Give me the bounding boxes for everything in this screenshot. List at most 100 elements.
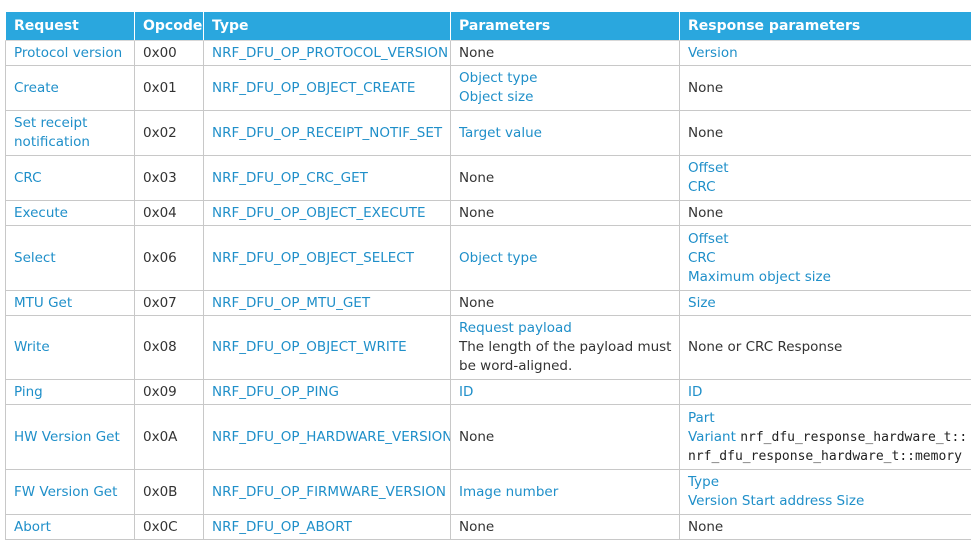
cell-parameters-line: Request payload [459,319,679,338]
type-link[interactable]: NRF_DFU_OP_OBJECT_EXECUTE [212,204,426,221]
type-link[interactable]: NRF_DFU_OP_PING [212,383,339,400]
request-link[interactable]: HW Version Get [14,428,120,445]
param-link[interactable]: Size [688,294,716,311]
param-text: None [459,44,495,61]
type-link[interactable]: NRF_DFU_OP_CRC_GET [212,169,368,186]
type-link[interactable]: NRF_DFU_OP_ABORT [212,518,352,535]
param-link[interactable]: Target value [459,124,542,141]
type-link[interactable]: NRF_DFU_OP_HARDWARE_VERSION [212,428,451,445]
param-text: None [688,79,724,96]
param-link[interactable]: Maximum object size [688,268,831,285]
param-link[interactable]: Type [688,474,720,490]
cell-opcode: 0x0B [134,469,204,515]
param-link[interactable]: ID [688,383,703,400]
request-link[interactable]: FW Version Get [14,483,118,500]
request-link[interactable]: Select [14,249,56,266]
cell-parameters: None [450,200,680,226]
type-link[interactable]: NRF_DFU_OP_FIRMWARE_VERSION [212,483,447,500]
param-text: None or CRC Response [688,339,843,355]
dfu-opcode-table: Request Opcode Type Parameters Response … [5,11,971,540]
param-link[interactable]: Version Start address Size [688,493,865,509]
param-link[interactable]: Object type [459,249,538,266]
header-opcode: Opcode [134,11,204,41]
request-link[interactable]: Execute [14,204,68,221]
request-link[interactable]: Create [14,79,59,96]
cell-parameters-line: ID [459,383,679,402]
cell-type: NRF_DFU_OP_FIRMWARE_VERSION [203,469,451,515]
type-link[interactable]: NRF_DFU_OP_OBJECT_CREATE [212,79,416,96]
type-link[interactable]: NRF_DFU_OP_OBJECT_WRITE [212,339,407,355]
type-link[interactable]: NRF_DFU_OP_PROTOCOL_VERSION [212,44,449,61]
param-link[interactable]: Object size [459,89,534,105]
cell-response-line: Part [688,409,971,428]
type-link[interactable]: NRF_DFU_OP_RECEIPT_NOTIF_SET [212,124,443,141]
cell-opcode: 0x08 [134,315,204,380]
cell-response: None [679,514,971,540]
param-link[interactable]: CRC [688,179,716,195]
param-text: None [459,428,495,445]
param-link[interactable]: Version [688,44,738,61]
cell-response-line: None [688,124,971,143]
cell-type: NRF_DFU_OP_RECEIPT_NOTIF_SET [203,110,451,156]
cell-parameters: None [450,40,680,66]
request-link[interactable]: Write [14,339,50,355]
cell-response-line: CRC [688,178,971,197]
cell-request: Create [5,65,135,111]
cell-parameters: None [450,514,680,540]
cell-parameters: None [450,290,680,316]
table-row: Set receipt notification 0x02 NRF_DFU_OP_R… [5,110,971,156]
cell-request: HW Version Get [5,404,135,470]
cell-response-line: Offset [688,159,971,178]
type-link[interactable]: NRF_DFU_OP_MTU_GET [212,294,371,311]
param-link[interactable]: Object type [459,70,538,86]
request-link[interactable]: CRC [14,169,42,186]
request-link[interactable]: MTU Get [14,294,73,311]
table-row: Execute 0x04 NRF_DFU_OP_OBJECT_EXECUTE None… [5,200,971,226]
cell-response-line: Version Start address Size [688,492,971,511]
param-text: None [459,204,495,221]
param-link[interactable]: Request payload [459,320,572,336]
cell-response-line: Version [688,44,971,63]
param-link[interactable]: Image number [459,483,559,500]
cell-response-line: nrf_dfu_response_hardware_t::memory [688,447,971,466]
param-text: None [688,204,724,221]
cell-parameters: Object type [450,225,680,291]
cell-opcode: 0x09 [134,379,204,405]
cell-opcode: 0x02 [134,110,204,156]
param-text: be word-aligned. [459,358,573,374]
cell-parameters-line: None [459,44,679,63]
param-link[interactable]: Part [688,409,715,426]
param-link[interactable]: ID [459,383,474,400]
param-link[interactable]: CRC [688,249,716,266]
cell-response-line: Variant nrf_dfu_response_hardware_t:: [688,428,971,447]
cell-type: NRF_DFU_OP_HARDWARE_VERSION [203,404,451,470]
cell-parameters: None [450,404,680,470]
request-link[interactable]: Ping [14,383,43,400]
cell-request: CRC [5,155,135,201]
cell-response-line: Maximum object size [688,268,971,287]
param-text: None [459,169,495,186]
code-identifier: nrf_dfu_response_hardware_t::memory [688,448,962,464]
param-link[interactable]: Variant [688,428,736,445]
cell-type: NRF_DFU_OP_PROTOCOL_VERSION [203,40,451,66]
request-link[interactable]: Abort [14,518,51,535]
type-link[interactable]: NRF_DFU_OP_OBJECT_SELECT [212,249,414,266]
cell-response: Size [679,290,971,316]
cell-response: None [679,65,971,111]
cell-type: NRF_DFU_OP_CRC_GET [203,155,451,201]
cell-parameters-line: be word-aligned. [459,357,679,376]
cell-request: Set receipt notification [5,110,135,156]
cell-request: Write [5,315,135,380]
param-link[interactable]: Offset [688,160,729,176]
request-link[interactable]: Protocol version [14,44,123,61]
cell-opcode: 0x04 [134,200,204,226]
request-link[interactable]: Set receipt notification [14,115,90,150]
param-link[interactable]: Offset [688,230,729,247]
cell-parameters: None [450,155,680,201]
